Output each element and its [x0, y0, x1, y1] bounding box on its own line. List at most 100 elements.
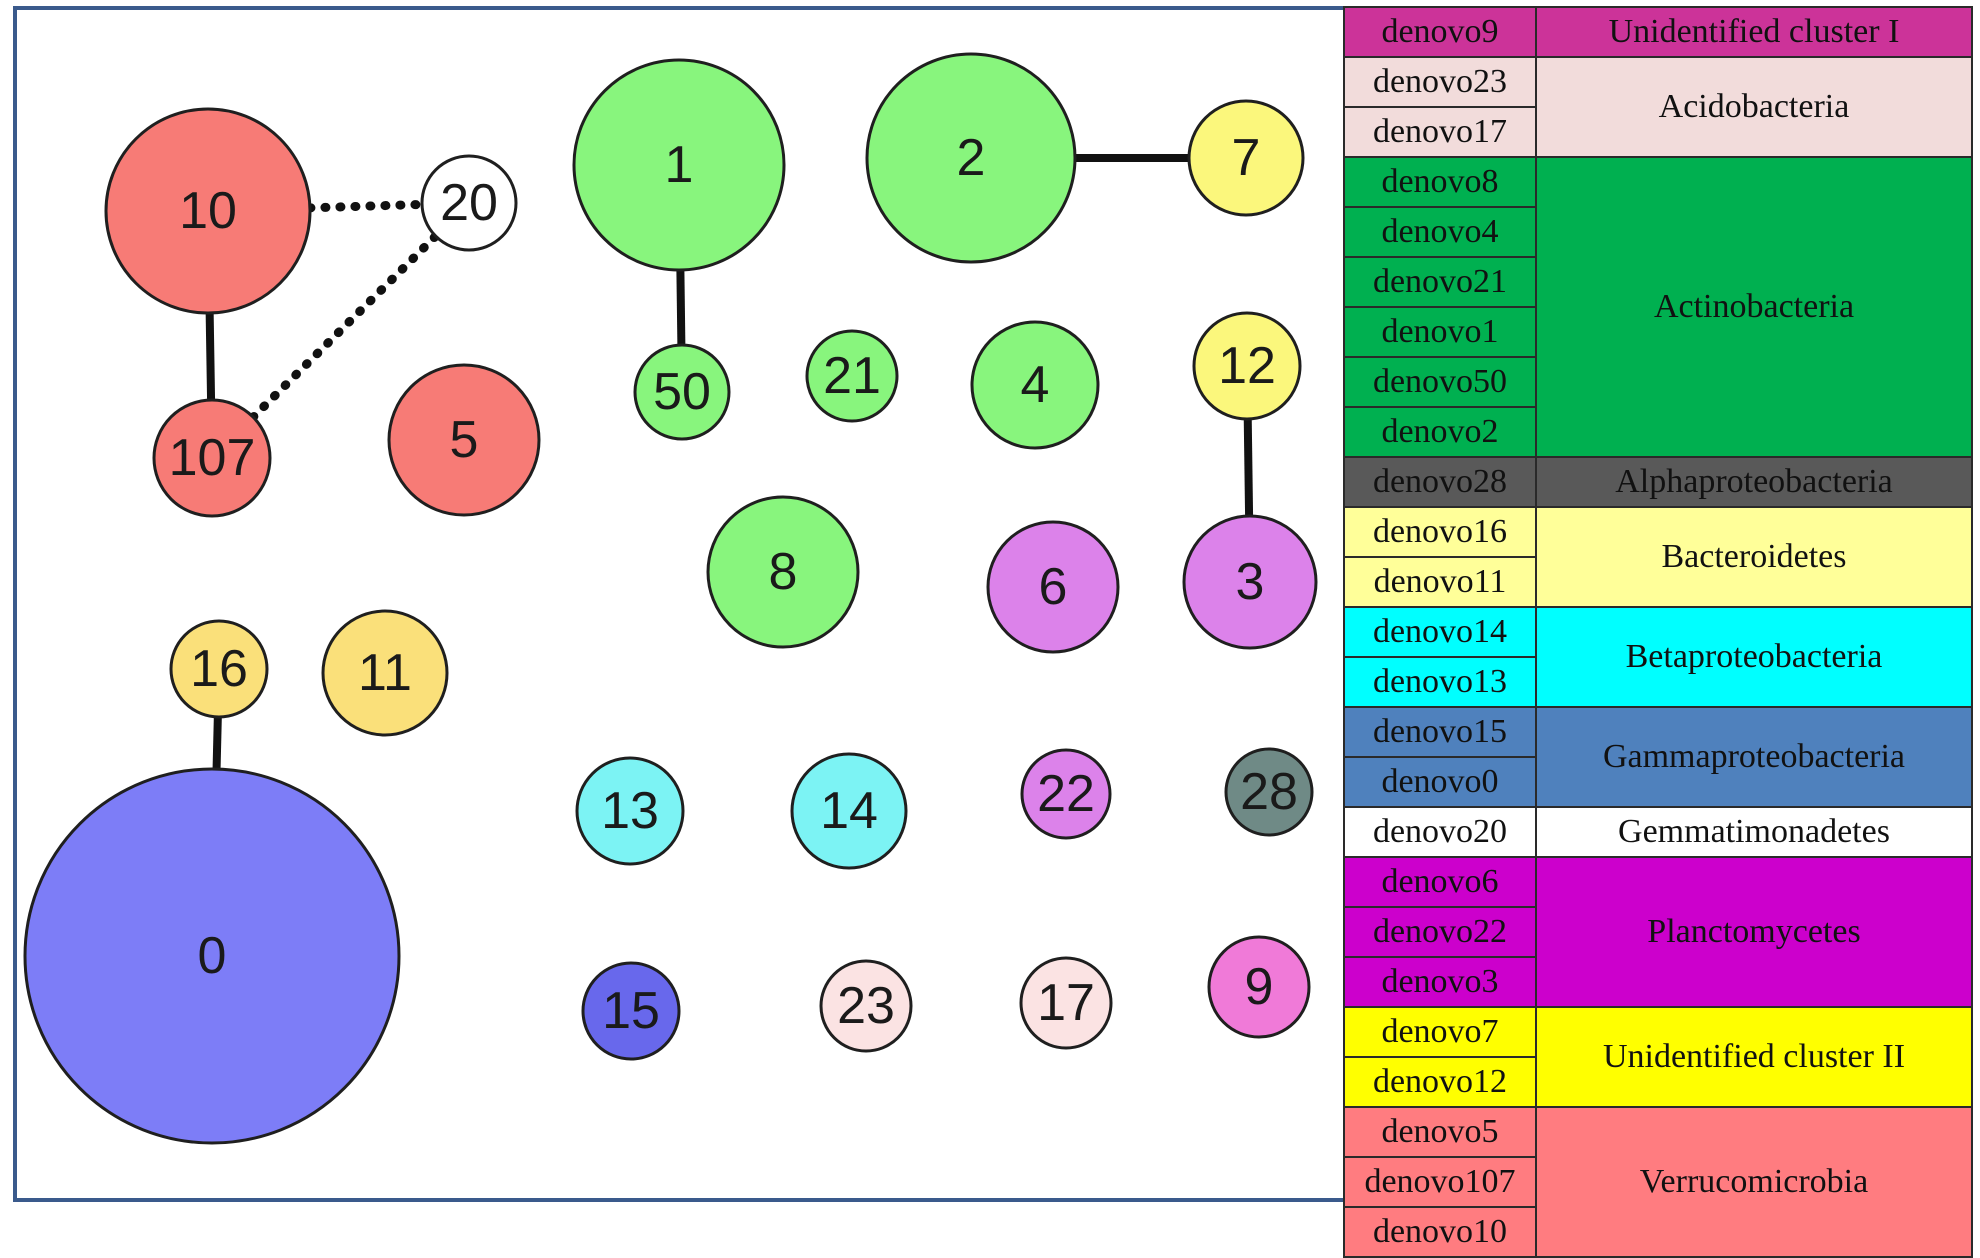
node-11: 11: [321, 609, 449, 737]
edge-1-50: [676, 269, 686, 346]
taxon-cell: Actinobacteria: [1535, 156, 1973, 458]
legend-row: denovo0: [1343, 756, 1972, 808]
node-circle-8: [706, 495, 860, 649]
otu-cell: denovo14: [1343, 606, 1537, 658]
node-10: 10: [104, 107, 312, 315]
node-label-22: 22: [1037, 765, 1095, 823]
node-circle-3: [1182, 514, 1318, 650]
node-7: 7: [1187, 99, 1305, 217]
node-3: 3: [1182, 514, 1318, 650]
otu-cell: denovo23: [1343, 56, 1537, 108]
otu-cell: denovo21: [1343, 256, 1537, 308]
node-circle-28: [1224, 747, 1314, 837]
node-0: 0: [23, 767, 401, 1145]
legend-row: denovo11: [1343, 556, 1972, 608]
node-circle-6: [986, 520, 1120, 654]
node-label-5: 5: [450, 411, 479, 469]
node-label-2: 2: [957, 129, 986, 187]
otu-cell: denovo8: [1343, 156, 1537, 208]
otu-cell: denovo17: [1343, 106, 1537, 158]
otu-cell: denovo0: [1343, 756, 1537, 808]
legend-row: denovo22: [1343, 906, 1972, 958]
node-label-14: 14: [820, 782, 878, 840]
node-circle-107: [152, 398, 272, 518]
node-16: 16: [169, 619, 269, 719]
otu-cell: denovo4: [1343, 206, 1537, 258]
node-label-1: 1: [665, 136, 694, 194]
node-14: 14: [790, 752, 908, 870]
node-circle-21: [805, 329, 899, 423]
node-circle-16: [169, 619, 269, 719]
node-circle-7: [1187, 99, 1305, 217]
node-12: 12: [1192, 311, 1302, 421]
node-23: 23: [819, 959, 913, 1053]
node-circle-23: [819, 959, 913, 1053]
edge-10-107: [205, 312, 216, 401]
legend-row: denovo4: [1343, 206, 1972, 258]
node-17: 17: [1019, 956, 1113, 1050]
node-label-21: 21: [823, 347, 881, 405]
node-circle-2: [865, 52, 1077, 264]
node-label-3: 3: [1236, 553, 1265, 611]
node-label-9: 9: [1245, 958, 1274, 1016]
node-4: 4: [970, 320, 1100, 450]
otu-cell: denovo22: [1343, 906, 1537, 958]
otu-cell: denovo16: [1343, 506, 1537, 558]
otu-cell: denovo2: [1343, 406, 1537, 458]
node-label-20: 20: [440, 174, 498, 232]
node-label-13: 13: [601, 782, 659, 840]
node-2: 2: [865, 52, 1077, 264]
taxon-cell: Planctomycetes: [1535, 856, 1973, 1008]
taxon-cell: Alphaproteobacteria: [1535, 456, 1973, 508]
otu-cell: denovo20: [1343, 806, 1537, 858]
otu-cell: denovo6: [1343, 856, 1537, 908]
otu-cell: denovo107: [1343, 1156, 1537, 1208]
node-label-11: 11: [358, 644, 412, 702]
node-20: 20: [420, 154, 518, 252]
node-circle-9: [1207, 935, 1311, 1039]
node-label-12: 12: [1218, 337, 1276, 395]
edge-layer: [205, 154, 1254, 770]
node-label-17: 17: [1037, 974, 1095, 1032]
node-circle-10: [104, 107, 312, 315]
otu-cell: denovo50: [1343, 356, 1537, 408]
taxon-cell: Gemmatimonadetes: [1535, 806, 1973, 858]
node-5: 5: [387, 363, 541, 517]
node-circle-1: [572, 58, 786, 272]
otu-cell: denovo28: [1343, 456, 1537, 508]
node-6: 6: [986, 520, 1120, 654]
node-label-107: 107: [169, 429, 256, 487]
otu-cell: denovo3: [1343, 956, 1537, 1008]
node-circle-13: [575, 756, 685, 866]
node-label-28: 28: [1240, 763, 1298, 821]
node-label-4: 4: [1021, 356, 1050, 414]
node-circle-20: [420, 154, 518, 252]
taxon-cell: Bacteroidetes: [1535, 506, 1973, 608]
legend-row: denovo12: [1343, 1056, 1972, 1108]
node-50: 50: [633, 343, 731, 441]
node-circle-4: [970, 320, 1100, 450]
legend-row: denovo2: [1343, 406, 1972, 458]
otu-cell: denovo12: [1343, 1056, 1537, 1108]
node-circle-11: [321, 609, 449, 737]
legend-row: denovo3: [1343, 956, 1972, 1008]
otu-cell: denovo13: [1343, 656, 1537, 708]
node-15: 15: [581, 961, 681, 1061]
node-circle-15: [581, 961, 681, 1061]
node-label-10: 10: [179, 182, 237, 240]
otu-cell: denovo1: [1343, 306, 1537, 358]
legend-row: denovo107: [1343, 1156, 1972, 1208]
legend-row: denovo50: [1343, 356, 1972, 408]
node-9: 9: [1207, 935, 1311, 1039]
node-circle-22: [1020, 748, 1112, 840]
edge-10-20: [305, 199, 427, 213]
node-107: 107: [152, 398, 272, 518]
